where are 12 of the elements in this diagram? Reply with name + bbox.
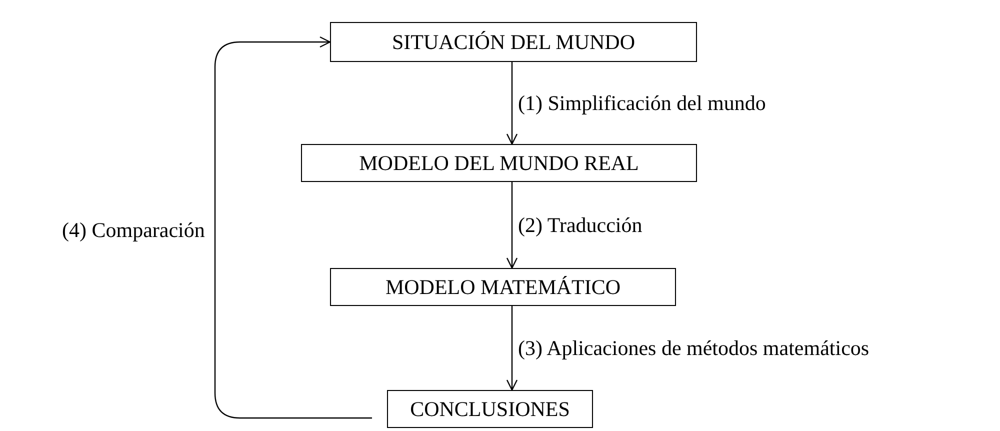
process-box [330,268,676,306]
box-label: MODELO MATEMÁTICO [385,274,621,300]
process-box [387,390,593,428]
process-box [301,144,697,182]
process-box [330,22,697,62]
box-label: CONCLUSIONES [410,396,570,422]
arrow [506,62,518,145]
box-label: SITUACIÓN DEL MUNDO [392,30,636,54]
box-label: MODELO DEL MUNDO REAL [359,150,639,176]
arrow [506,306,518,391]
arrow [214,36,372,419]
arrow [506,182,518,269]
